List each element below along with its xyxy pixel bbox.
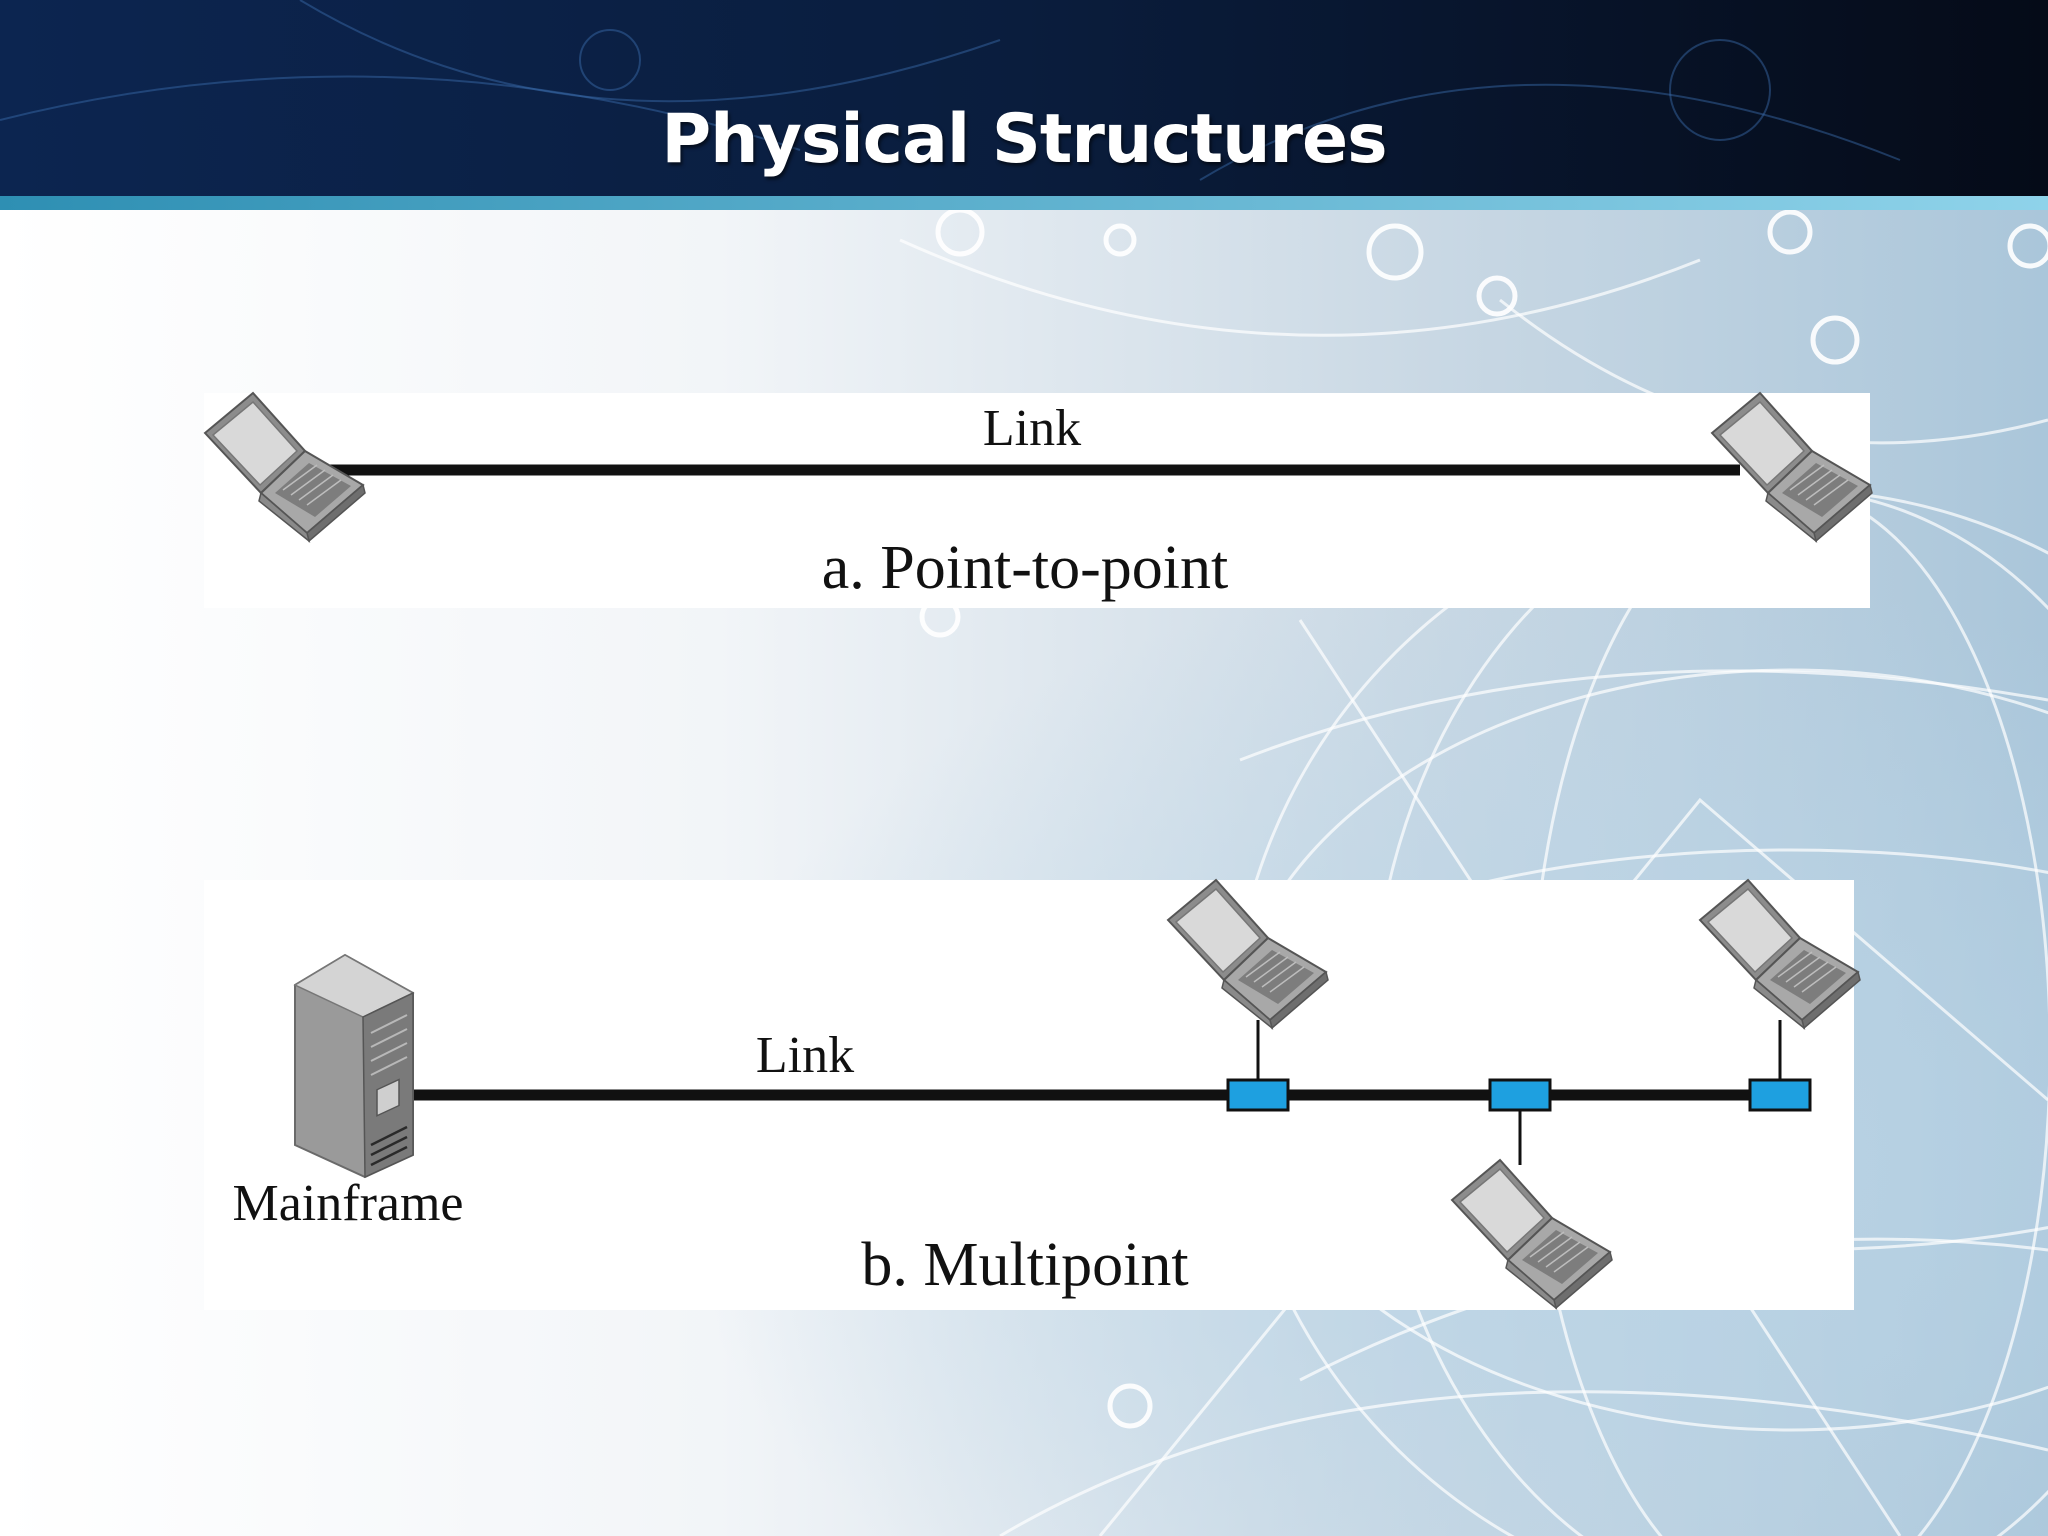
mainframe-icon <box>293 953 415 1179</box>
point-to-point-caption: a. Point-to-point <box>822 534 1228 602</box>
mainframe-label: Mainframe <box>232 1175 463 1232</box>
tap-connector-icon <box>1226 1078 1290 1112</box>
multipoint-diagram: Link Mainframe b. Multipoint <box>232 879 1861 1309</box>
link-label: Link <box>983 400 1081 457</box>
tap-connector-icon <box>1748 1078 1812 1112</box>
laptop-icon <box>1167 879 1329 1029</box>
multipoint-caption: b. Multipoint <box>861 1231 1188 1299</box>
link-label: Link <box>756 1027 854 1084</box>
point-to-point-panel <box>204 393 1870 608</box>
point-to-point-diagram: Link a. Point-to-point <box>204 392 1873 602</box>
tap-connector-icon <box>1488 1078 1552 1112</box>
laptop-icon <box>1451 1159 1613 1309</box>
laptop-icon <box>1699 879 1861 1029</box>
slide-title: Physical Structures <box>661 100 1387 179</box>
